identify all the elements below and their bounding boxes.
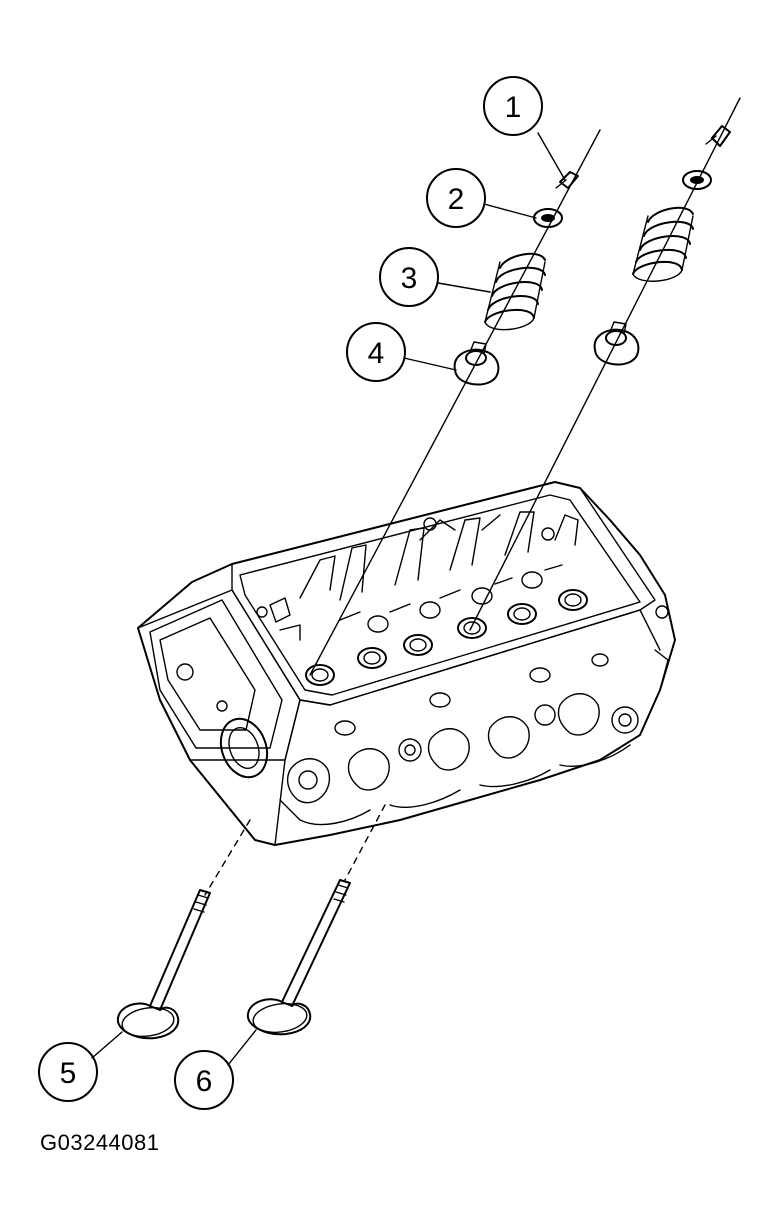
callout-4-label: 4: [368, 337, 385, 370]
callout-2: 2: [426, 168, 537, 228]
valve-spring-icon: [632, 206, 694, 282]
spring-retainer-icon: [533, 208, 563, 228]
callout-5: 5: [38, 1031, 123, 1102]
spring-pocket-row: [305, 571, 588, 686]
spring-retainer-icon: [682, 170, 712, 190]
valve-icon: [246, 879, 351, 1036]
callout-1: 1: [483, 76, 566, 181]
valve-seal-icon: [593, 321, 640, 366]
callout-3-label: 3: [401, 262, 418, 295]
callout-6: 6: [174, 1029, 257, 1110]
callout-6-label: 6: [196, 1065, 213, 1098]
valve-spring-icon: [484, 252, 546, 331]
valve-keeper-icon: [555, 171, 579, 189]
callout-5-label: 5: [60, 1057, 77, 1090]
callout-1-label: 1: [505, 91, 522, 124]
valve-seal-icon: [453, 341, 500, 386]
callout-4: 4: [346, 322, 457, 382]
valve-icon: [116, 889, 211, 1040]
valve-keeper-icon: [705, 125, 731, 147]
callout-3: 3: [379, 247, 491, 307]
figure-code: G03244081: [40, 1130, 160, 1155]
callout-2-label: 2: [448, 183, 465, 216]
cylinder-head-icon: [137, 481, 676, 846]
